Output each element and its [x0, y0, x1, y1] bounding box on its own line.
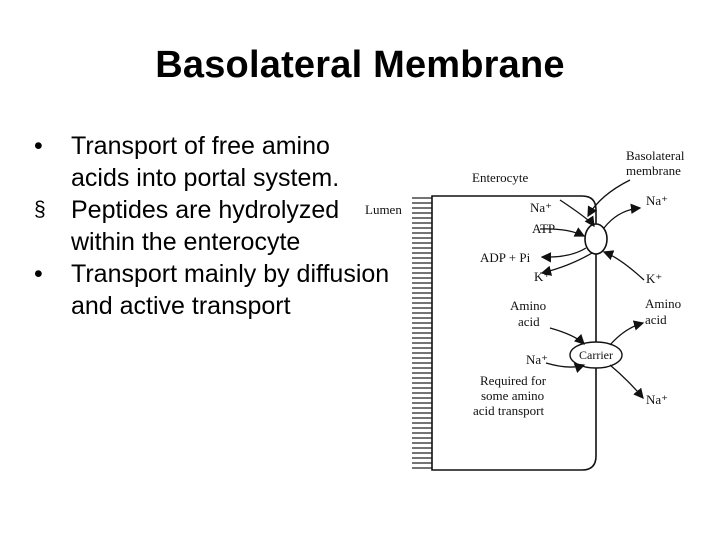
na-lower-label: Na⁺: [526, 352, 548, 367]
enterocyte-transport-diagram: Carrier Enterocyte Lumen Basolateral mem…: [365, 148, 688, 471]
bullet-list: • Transport of free amino acids into por…: [34, 130, 394, 322]
adp-pi-label: ADP + Pi: [480, 250, 531, 265]
bullet-item: § Peptides are hydrolyzed within the ent…: [34, 194, 394, 258]
carrier: [569, 341, 623, 369]
slide-title: Basolateral Membrane: [155, 44, 565, 86]
required-label: Required for some amino acid transport: [473, 373, 549, 418]
bullet-item: • Transport mainly by diffusion and acti…: [34, 258, 394, 322]
microvilli: [412, 197, 432, 469]
k-in-label: K⁺: [534, 269, 550, 284]
amino-acid-out-label: Amino acid: [645, 296, 684, 327]
bullet-marker: •: [34, 260, 43, 288]
na-in-label: Na⁺: [530, 200, 552, 215]
na-out-label: Na⁺: [646, 193, 668, 208]
atpase-pump: [584, 223, 608, 255]
lumen-label: Lumen: [365, 202, 402, 217]
amino-acid-in-label: Amino acid: [510, 298, 549, 329]
cell-membrane: [431, 195, 597, 471]
transport-arrows: [539, 179, 645, 399]
enterocyte-label: Enterocyte: [472, 170, 529, 185]
bullet-marker: §: [34, 198, 46, 221]
atp-label: ATP: [532, 221, 555, 236]
bullet-item: • Transport of free amino acids into por…: [34, 130, 394, 194]
carrier-label: Carrier: [579, 348, 613, 362]
bullet-text: Peptides are hydrolyzed within the enter…: [71, 196, 340, 256]
bullet-text: Transport of free amino acids into porta…: [71, 132, 340, 192]
k-out-label: K⁺: [646, 271, 662, 286]
bullet-marker: •: [34, 132, 43, 160]
na-out2-label: Na⁺: [646, 392, 668, 407]
basolateral-label: Basolateral membrane: [626, 148, 688, 178]
bullet-text: Transport mainly by diffusion and active…: [71, 260, 390, 320]
